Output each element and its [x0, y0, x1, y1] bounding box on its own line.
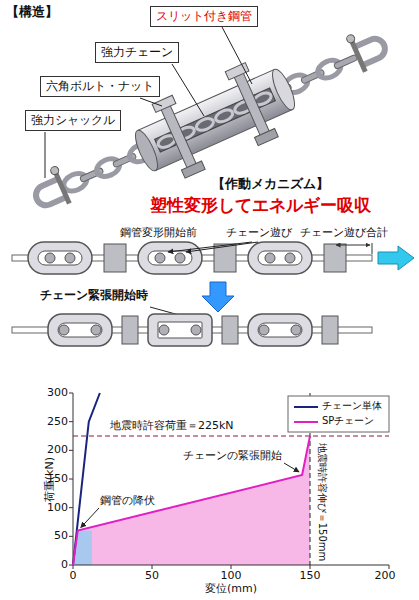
tick-label: 150 [47, 472, 68, 485]
dimension-label: チェーン遊び [226, 226, 292, 239]
tick-label: 200 [375, 569, 396, 582]
section-heading: 【構造】 [6, 4, 58, 20]
chain-link [195, 116, 216, 132]
tick [69, 536, 73, 537]
callout-text: スリット付き鋼管 [156, 9, 252, 24]
chain-link [214, 108, 235, 124]
hex-bolt [160, 103, 197, 169]
legend-line-sample [294, 421, 318, 423]
energy-area [73, 436, 310, 565]
legend-text: チェーン単体 [322, 400, 382, 412]
hex-bolt [233, 71, 270, 137]
tick-label: 100 [47, 501, 68, 514]
state-label: チェーン緊張開始時 [40, 288, 148, 302]
leader-lines [45, 27, 252, 178]
tick-label: 250 [47, 415, 68, 428]
legend-box [288, 396, 389, 432]
axis-title: 変位(mm) [205, 582, 257, 595]
shackle-pin [352, 41, 366, 72]
shackle-pin [56, 172, 70, 203]
mechanism-tension [12, 314, 372, 346]
tick [389, 565, 390, 569]
tick-label: 50 [145, 569, 159, 582]
section-heading: 【作動メカニズム】 [212, 176, 329, 192]
mechanism-before [12, 242, 414, 274]
annotation: チェーンの緊張開始 [183, 449, 282, 462]
sp-chain-assembly [21, 8, 401, 237]
tick-label: 200 [47, 443, 68, 456]
chain-link [94, 155, 122, 179]
slit-steel-pipe [138, 69, 293, 170]
shackle-pin-head [49, 165, 60, 176]
annotation: 地震時許容荷重＝225kN [110, 419, 234, 432]
tick-label: 0 [61, 558, 68, 571]
hex-nut [181, 161, 205, 178]
legend-line-sample [294, 406, 318, 408]
tick [69, 421, 73, 422]
tick [152, 565, 153, 569]
shackle-pin-head [345, 34, 356, 45]
tick-label: 100 [221, 569, 242, 582]
load-displacement-chart [69, 393, 389, 569]
pipe-end [268, 67, 299, 113]
mechanism-note: 塑性変形してエネルギー吸収 [150, 195, 371, 215]
part-callout: 六角ボルト・ナット [40, 76, 160, 97]
tick [231, 565, 232, 569]
chain-link [333, 54, 357, 69]
tick [73, 565, 74, 569]
tick-label: 150 [300, 569, 321, 582]
dimension-label: チェーン遊び合計 [300, 226, 388, 239]
transition-arrow [202, 282, 234, 312]
part-callout: 強力シャックル [25, 110, 121, 131]
annotation: 地震時許容伸び＝150mm [316, 443, 328, 562]
tick [69, 479, 73, 480]
pipe-end [131, 128, 162, 174]
tick [69, 450, 73, 451]
chain-link [315, 57, 343, 81]
part-callout: 強力チェーン [95, 42, 179, 63]
annotation: 鋼管の降伏 [100, 494, 155, 507]
hex-nut [255, 128, 279, 145]
callout-text: 強力シャックル [31, 113, 115, 128]
callout-text: 強力チェーン [101, 45, 173, 60]
tick [310, 565, 311, 569]
tick [69, 393, 73, 394]
tick-label: 0 [70, 569, 77, 582]
part-callout: スリット付き鋼管 [150, 6, 258, 27]
legend-text: SPチェーン [322, 415, 374, 427]
leader-line [81, 508, 99, 528]
allowable-load-line [73, 436, 389, 437]
state-label: 鋼管変形開始前 [120, 226, 197, 239]
tick-label: 50 [54, 529, 68, 542]
tick-label: 300 [47, 386, 68, 399]
sp-chain-curve [73, 436, 310, 565]
callout-text: 六角ボルト・ナット [46, 79, 154, 94]
tick [69, 507, 73, 508]
leader-line [284, 463, 299, 472]
